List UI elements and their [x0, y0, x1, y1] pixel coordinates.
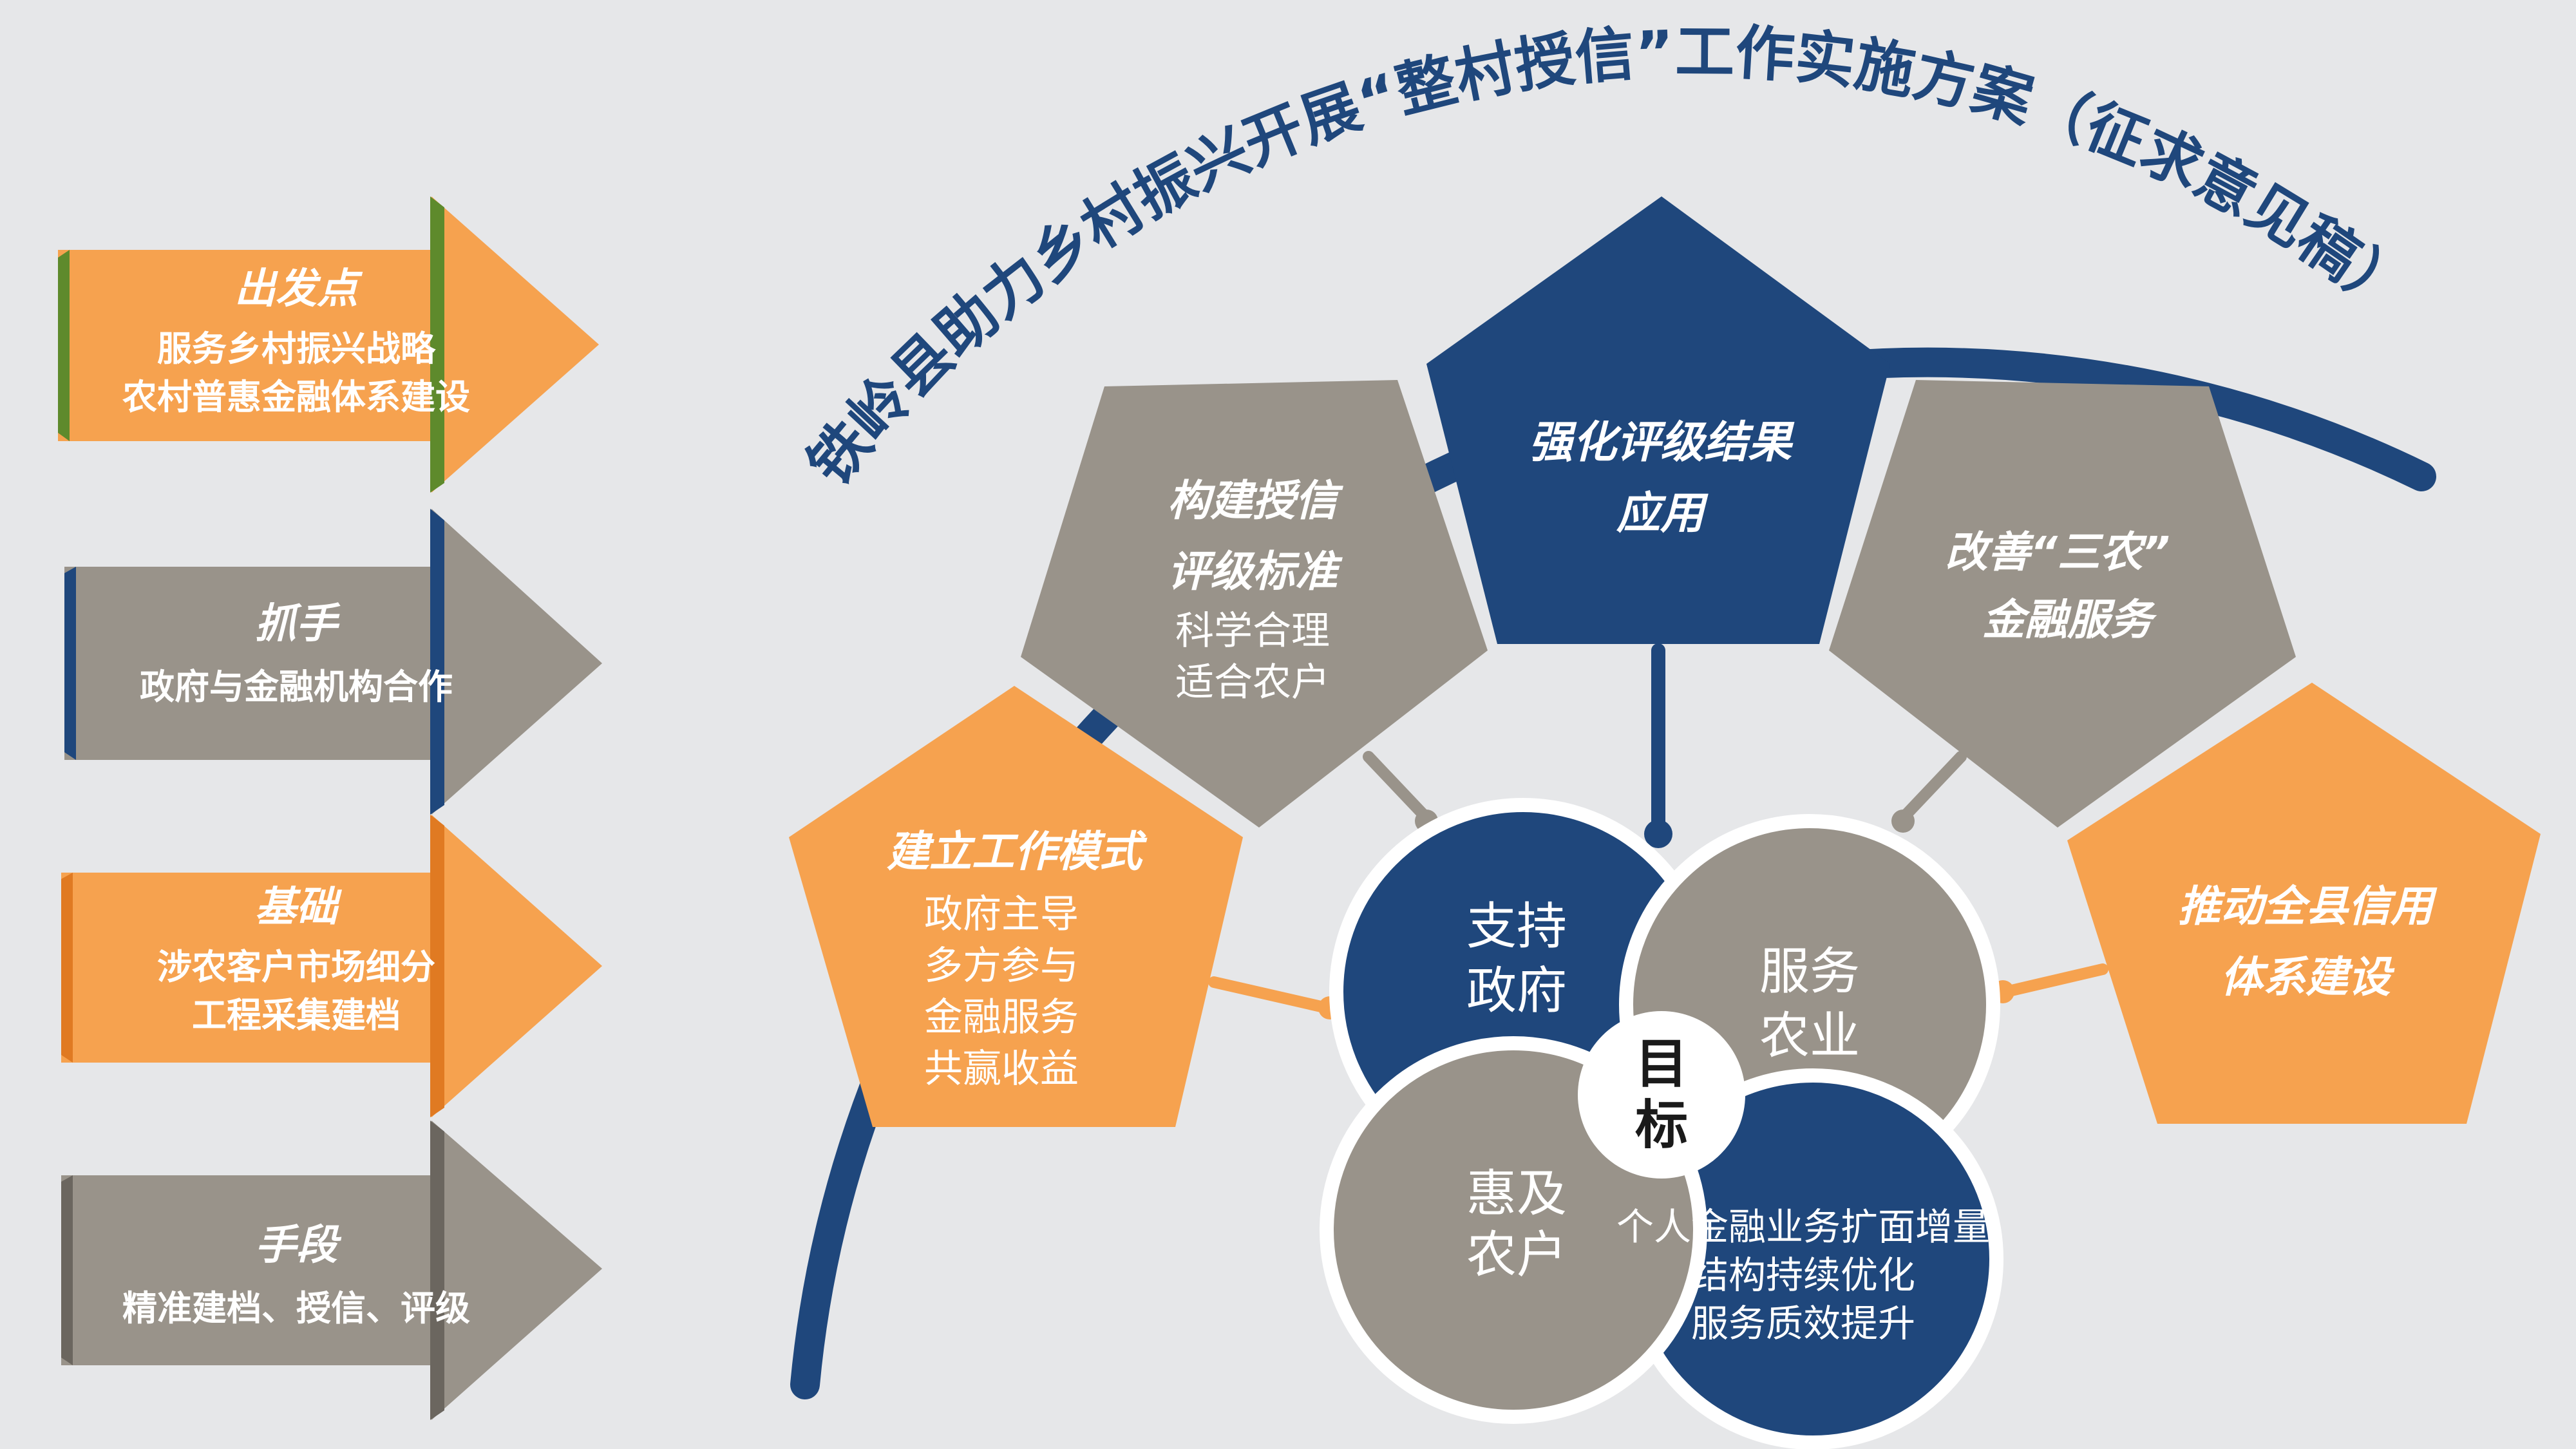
- pentagon-lower-right: 推动全县信用 体系建设: [2067, 683, 2541, 1124]
- connector-upper-left: [1363, 751, 1432, 824]
- connector-lower-right: [2000, 963, 2108, 998]
- pentagon-lower-left-line-2: 多方参与: [924, 943, 1079, 989]
- goal-top-left-text-2: 政府: [1466, 962, 1567, 1020]
- connector-top-dot: [1644, 820, 1672, 848]
- goal-circles: 目 标 支持 政府 服务 农业 惠及 农户 个人金融业务扩面增量 结构持续优化 …: [1320, 798, 2003, 1449]
- goal-circle-center: [1578, 1011, 1745, 1179]
- goal-top-right-text-1: 服务: [1759, 943, 1860, 1001]
- left-arrow-3-line-1: 涉农客户市场细分: [157, 947, 435, 987]
- pentagon-lower-left-line-4: 共赢收益: [924, 1046, 1079, 1092]
- left-arrow-2-line-1: 政府与金融机构合作: [140, 667, 453, 707]
- pentagon-lower-left-heading-1: 建立工作模式: [887, 827, 1148, 876]
- goal-top-left-text-1: 支持: [1466, 898, 1567, 956]
- pentagon-upper-left: 构建授信 评级标准 科学合理 适合农户: [1021, 380, 1488, 828]
- pentagon-top-heading-1: 强化评级结果: [1529, 417, 1795, 468]
- left-arrow-2: 抓手 政府与金融机构合作: [64, 509, 602, 815]
- pentagon-upper-left-line-2: 适合农户: [1175, 660, 1330, 705]
- pentagon-top: 强化评级结果 应用: [1426, 196, 1890, 644]
- left-arrow-1-line-1: 服务乡村振兴战略: [157, 328, 436, 369]
- pentagon-lower-left: 建立工作模式 政府主导 多方参与 金融服务 共赢收益: [789, 686, 1243, 1127]
- left-arrow-4-heading: 手段: [255, 1222, 342, 1269]
- pentagon-upper-left-heading-2: 评级标准: [1168, 547, 1343, 596]
- pentagon-top-heading-2: 应用: [1616, 488, 1709, 539]
- goal-bottom-right-text-3: 服务质效提升: [1691, 1302, 1915, 1345]
- pentagon-lower-left-line-1: 政府主导: [924, 892, 1079, 937]
- goal-center-text-2: 标: [1635, 1095, 1688, 1156]
- goal-bottom-right-text-1: 个人金融业务扩面增量: [1616, 1205, 1990, 1249]
- pentagon-lower-right-heading-2: 体系建设: [2221, 952, 2395, 1002]
- goal-bottom-left-text-1: 惠及: [1466, 1165, 1567, 1223]
- left-arrow-2-heading: 抓手: [255, 600, 341, 648]
- goal-center-text-1: 目: [1635, 1034, 1688, 1095]
- pentagon-upper-right: 改善“三农” 金融服务: [1829, 380, 2296, 828]
- connector-upper-right: [1897, 751, 1967, 824]
- left-arrow-1: 出发点 服务乡村振兴战略 农村普惠金融体系建设: [58, 196, 599, 493]
- pentagon-upper-right-heading-1: 改善“三农”: [1945, 527, 2170, 577]
- connector-lower-left: [1208, 976, 1332, 1014]
- left-arrow-4-line-1: 精准建档、授信、评级: [122, 1288, 470, 1329]
- goal-bottom-left-text-2: 农户: [1466, 1226, 1567, 1284]
- left-arrow-3-line-2: 工程采集建档: [192, 995, 401, 1036]
- left-arrow-1-heading: 出发点: [234, 265, 363, 313]
- left-arrow-4: 手段 精准建档、授信、评级: [61, 1121, 602, 1420]
- goal-top-right-text-2: 农业: [1759, 1007, 1860, 1065]
- pentagon-lower-right-heading-1: 推动全县信用: [2178, 882, 2438, 931]
- left-arrow-3: 基础 涉农客户市场细分 工程采集建档: [61, 815, 602, 1117]
- pentagon-lower-left-line-3: 金融服务: [924, 995, 1079, 1040]
- connector-upper-right-dot: [1891, 810, 1915, 833]
- pentagon-upper-right-heading-2: 金融服务: [1982, 595, 2157, 645]
- left-arrow-3-heading: 基础: [255, 884, 343, 931]
- pentagon-upper-left-heading-1: 构建授信: [1168, 476, 1343, 526]
- goal-bottom-right-text-2: 结构持续优化: [1691, 1253, 1915, 1297]
- pentagon-upper-left-line-1: 科学合理: [1175, 609, 1330, 654]
- left-arrow-1-line-2: 农村普惠金融体系建设: [122, 377, 470, 417]
